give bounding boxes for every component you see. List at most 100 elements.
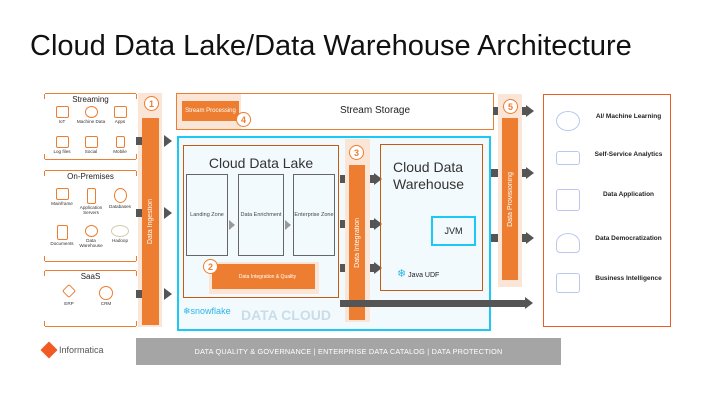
output-label: AI/ Machine Learning — [595, 113, 662, 120]
connector — [491, 169, 498, 177]
streaming-sources: Streaming IoT Machine Data Apps Log file… — [44, 93, 137, 160]
machine-data-icon — [84, 106, 98, 118]
source-databases: Databases — [104, 188, 136, 209]
cloud-data-lake-box: Cloud Data Lake — [183, 145, 339, 298]
step-5-badge: 5 — [503, 99, 518, 114]
connector — [340, 220, 346, 228]
step-1-badge: 1 — [144, 96, 159, 111]
consumers-box: AI/ Machine Learning Self-Service Analyt… — [543, 94, 671, 327]
source-iot: IoT — [46, 106, 78, 124]
data-warehouse-icon — [84, 225, 98, 237]
arrow-right-icon — [526, 105, 534, 117]
source-log-files: Log files — [46, 136, 78, 154]
document-icon — [56, 225, 68, 240]
connector — [136, 137, 142, 145]
data-integration-quality-box: Data Integration & Quality — [212, 264, 315, 289]
arrow-right-icon — [164, 207, 172, 219]
streaming-heading: Streaming — [72, 95, 109, 104]
source-crm: CRM — [90, 286, 122, 306]
connector — [340, 175, 346, 183]
governance-bar: DATA QUALITY & GOVERNANCE | ENTERPRISE D… — [136, 338, 561, 365]
arrow-right-icon — [374, 262, 382, 274]
data-integration-bar: Data Integration — [349, 165, 365, 320]
source-label: Databases — [109, 204, 131, 209]
source-label: Log files — [53, 149, 71, 154]
hadoop-icon — [111, 225, 129, 237]
source-hadoop: Hadoop — [104, 225, 136, 243]
snowflake-icon: ❄ — [397, 268, 407, 280]
data-cloud-watermark: DATA CLOUD — [241, 307, 331, 323]
step-3-badge: 3 — [349, 145, 364, 160]
source-erp: ERP — [53, 283, 85, 306]
arrow-right-icon — [229, 220, 235, 230]
connector — [522, 234, 527, 242]
cloud-data-warehouse-title: Cloud Data Warehouse — [393, 159, 465, 192]
java-udf-label: ❄ Java UDF — [397, 267, 439, 280]
source-app-servers: Application Servers — [75, 188, 107, 215]
data-provisioning-label: Data Provisioning — [506, 171, 514, 227]
data-provisioning-bar: Data Provisioning — [502, 118, 518, 280]
data-ingestion-label: Data Ingestion — [147, 198, 154, 245]
bi-dashboard-icon — [556, 273, 580, 293]
arrow-right-icon — [526, 167, 534, 179]
source-machine-data: Machine Data — [75, 106, 107, 124]
source-label: Mobile — [113, 149, 127, 154]
source-label: Application Servers — [79, 205, 103, 215]
output-ai-ml: AI/ Machine Learning — [544, 109, 671, 139]
mainframe-icon — [55, 188, 69, 200]
output-label: Data Democratization — [595, 235, 662, 242]
arrow-right-icon — [526, 232, 534, 244]
snowflake-logo: ❄snowflake — [183, 306, 231, 317]
source-label: CRM — [100, 301, 112, 306]
arrow-right-icon — [164, 288, 172, 300]
source-label: Social — [84, 149, 98, 154]
log-file-icon — [55, 136, 69, 148]
source-label: Data Warehouse — [79, 238, 103, 248]
connector — [522, 107, 527, 115]
step-4-badge: 4 — [236, 112, 251, 127]
source-label: Documents — [50, 241, 74, 246]
database-icon — [113, 188, 127, 203]
ai-brain-icon — [556, 111, 580, 131]
connector — [370, 220, 375, 228]
source-data-warehouse: Data Warehouse — [75, 225, 107, 248]
snowflake-icon: ❄ — [183, 306, 191, 316]
output-business-intelligence: Business Intelligence — [544, 271, 671, 301]
data-enrichment-zone: Data Enrichment — [238, 174, 284, 256]
arrow-right-icon — [164, 135, 172, 147]
output-label: Self-Service Analytics — [594, 151, 663, 158]
apps-icon — [113, 106, 127, 118]
source-label: Mainframe — [51, 201, 73, 206]
analytics-chart-icon — [556, 151, 580, 165]
output-label: Data Application — [602, 191, 655, 198]
server-icon — [86, 188, 96, 204]
iot-tower-icon — [55, 106, 69, 118]
source-label: Hadoop — [111, 238, 129, 243]
output-data-application: Data Application — [544, 187, 671, 217]
source-documents: Documents — [46, 225, 78, 246]
connector — [522, 169, 527, 177]
enterprise-zone: Enterprise Zone — [293, 174, 335, 256]
crm-icon — [99, 286, 113, 300]
connector — [340, 264, 346, 272]
saas-sources: SaaS ERP CRM — [44, 270, 137, 327]
output-self-service-analytics: Self-Service Analytics — [544, 147, 671, 177]
onprem-heading: On-Premises — [67, 172, 114, 181]
connector — [370, 175, 375, 183]
social-chat-icon — [84, 136, 98, 148]
cloud-data-warehouse-box: Cloud Data Warehouse JVM ❄ Java UDF — [380, 144, 483, 291]
direct-arrow — [340, 300, 526, 307]
arrow-right-icon — [525, 297, 533, 309]
arrow-right-icon — [374, 173, 382, 185]
java-udf-text: Java UDF — [408, 272, 440, 279]
connector — [370, 264, 375, 272]
source-label: ERP — [64, 301, 74, 306]
source-label: Machine Data — [76, 119, 106, 124]
data-ingestion-bar: Data Ingestion — [142, 118, 159, 325]
data-integration-label: Data Integration — [353, 217, 361, 268]
mobile-icon — [115, 136, 125, 148]
stream-storage-box: Stream Processing Stream Storage — [176, 93, 494, 130]
data-application-icon — [556, 189, 580, 211]
saas-heading: SaaS — [80, 272, 101, 281]
source-social: Social — [75, 136, 107, 154]
